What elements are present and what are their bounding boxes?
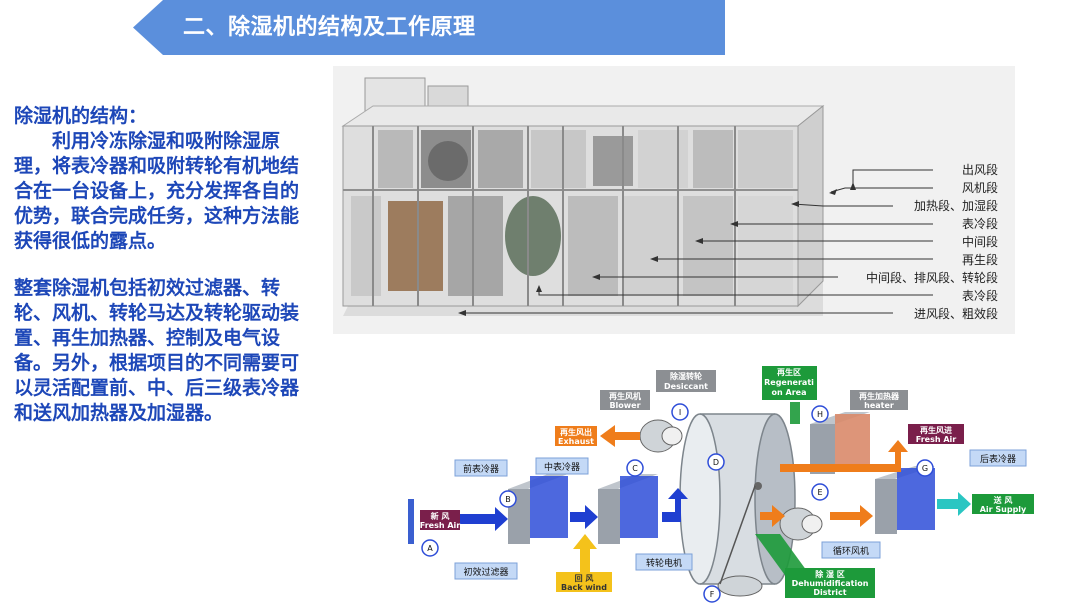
label-middle-exhaust-wheel-section: 中间段、排风段、转轮段 xyxy=(866,270,998,285)
structure-heading: 除湿机的结构： xyxy=(14,105,148,127)
marker-b: B xyxy=(505,495,511,504)
regen-area-label-en-1: Regenerati xyxy=(764,378,814,387)
marker-h: H xyxy=(817,410,823,419)
regen-inlet-label-cn: 再生风进 xyxy=(920,425,952,435)
marker-g: G xyxy=(922,464,928,473)
structure-para-1: 利用冷冻除湿和吸附除湿原理，将表冷器和吸附转轮有机地结合在一台设备上，充分发挥各… xyxy=(14,130,300,252)
dehum-area-label-en-2: District xyxy=(813,588,846,597)
primary-filter-label: 初效过滤器 xyxy=(463,566,508,578)
regen-area-label-cn: 再生区 xyxy=(777,367,801,377)
supply-air-label-cn: 送 风 xyxy=(993,495,1013,505)
return-air-label-cn: 回 风 xyxy=(575,574,594,583)
regen-blower-label-cn: 再生风机 xyxy=(609,391,641,401)
dehum-area-label-en-1: Dehumidification xyxy=(792,579,869,588)
marker-i: I xyxy=(679,408,681,417)
label-fan-section: 风机段 xyxy=(962,180,998,195)
dehum-area-label-cn: 除 湿 区 xyxy=(815,569,845,579)
desiccant-label-cn: 除湿转轮 xyxy=(670,371,702,381)
marker-c: C xyxy=(632,464,638,473)
marker-d: D xyxy=(713,458,719,467)
desiccant-wheel xyxy=(679,413,796,585)
marker-e: E xyxy=(817,488,822,497)
supply-air-label-en: Air Supply xyxy=(980,505,1027,514)
label-outlet-section: 出风段 xyxy=(962,162,998,177)
desiccant-label-en: Desiccant xyxy=(664,382,708,391)
wheel-motor xyxy=(717,485,763,597)
label-regeneration-section: 再生段 xyxy=(962,252,998,267)
title-banner xyxy=(133,0,725,55)
page-title: 二、除湿机的结构及工作原理 xyxy=(183,15,476,40)
regen-exhaust-label-en: Exhaust xyxy=(558,437,594,446)
regen-blower-label-en: Blower xyxy=(609,401,640,410)
return-air-label-en: Back wind xyxy=(561,583,607,592)
regen-heater-label-cn: 再生加热器 xyxy=(859,391,900,401)
label-heating-humidifying-section: 加热段、加湿段 xyxy=(914,198,998,213)
marker-f: F xyxy=(710,590,715,599)
working-principle-diagram: 除湿转轮 Desiccant 再生区 Regenerati on Area 再生… xyxy=(408,366,1034,603)
marker-a: A xyxy=(427,544,433,553)
fresh-air-label-en: Fresh Air xyxy=(420,521,461,530)
regen-area-label-en-2: on Area xyxy=(772,388,807,397)
structure-para-2: 整套除湿机包括初效过滤器、转轮、风机、转轮马达及转轮驱动装置、再生加热器、控制及… xyxy=(14,277,300,424)
regen-inlet-label-en: Fresh Air xyxy=(916,435,957,444)
structure-description: 除湿机的结构： 利用冷冻除湿和吸附除湿原理，将表冷器和吸附转轮有机地结合在一台设… xyxy=(14,104,314,426)
label-surface-cooler-section: 表冷段 xyxy=(962,216,998,231)
label-inlet-coarse-section: 进风段、粗效段 xyxy=(914,306,998,321)
label-middle-section: 中间段 xyxy=(962,234,998,249)
regen-heater-label-en: heater xyxy=(864,401,894,410)
regen-exhaust-label-cn: 再生风出 xyxy=(560,427,592,437)
fresh-air-label-cn: 新 风 xyxy=(431,511,450,521)
post-cooler-label: 后表冷器 xyxy=(980,453,1016,465)
pre-cooler-label: 前表冷器 xyxy=(463,463,499,475)
label-surface-cooler-section-2: 表冷段 xyxy=(962,288,998,303)
dehumidifier-unit-photo: 出风段 风机段 加热段、加湿段 表冷段 中间段 再生段 中间段、排风段、转轮段 … xyxy=(333,66,1015,334)
wheel-motor-label: 转轮电机 xyxy=(646,557,682,569)
circulation-fan-label: 循环风机 xyxy=(833,545,869,557)
mid-cooler-label: 中表冷器 xyxy=(544,461,580,473)
